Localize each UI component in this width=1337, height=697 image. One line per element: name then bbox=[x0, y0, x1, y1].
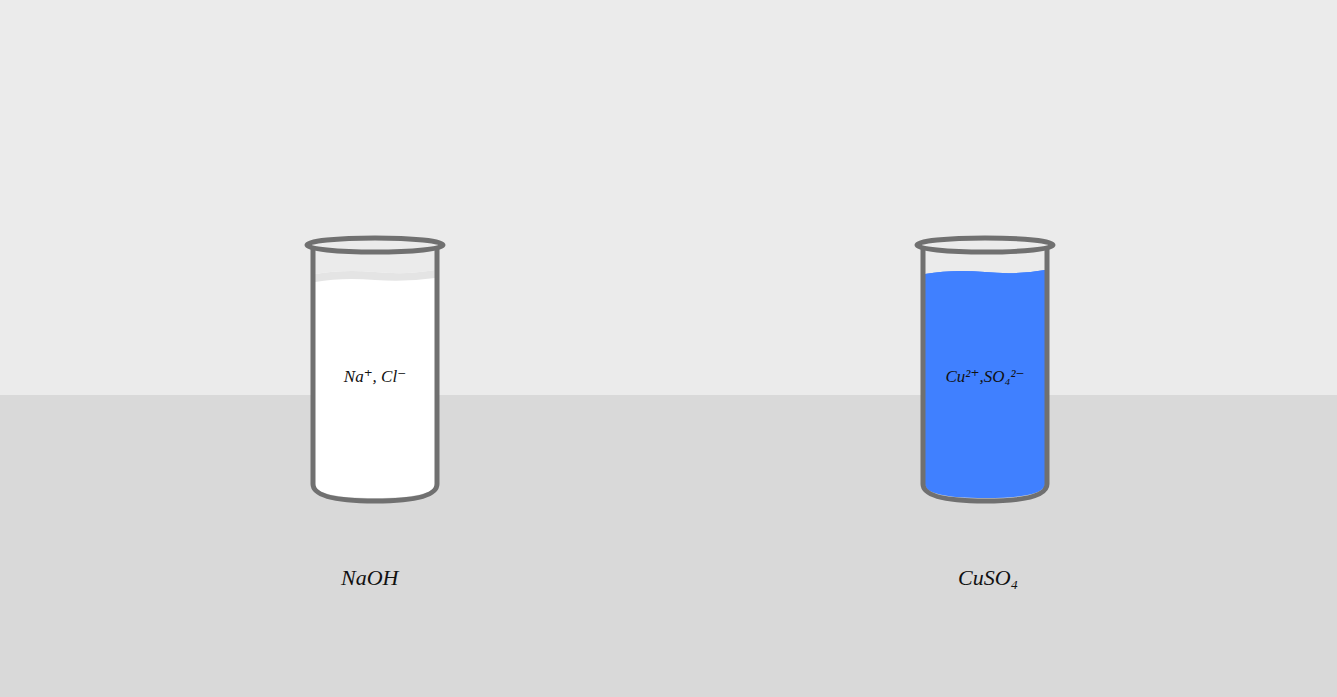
ion-label: Na⁺, Cl⁻ bbox=[303, 366, 447, 387]
solution-name: CuSO₄ bbox=[958, 565, 1018, 591]
beaker: Na⁺, Cl⁻ bbox=[303, 234, 447, 506]
beaker: Cu²⁺,SO₄²⁻ bbox=[913, 234, 1057, 506]
wall-background bbox=[0, 0, 1337, 395]
table-surface bbox=[0, 395, 1337, 697]
beaker-rim bbox=[917, 238, 1053, 252]
meniscus bbox=[925, 270, 1045, 282]
beaker-rim bbox=[307, 238, 443, 252]
meniscus bbox=[315, 270, 435, 282]
solution-name: NaOH bbox=[341, 565, 398, 591]
ion-label: Cu²⁺,SO₄²⁻ bbox=[913, 366, 1057, 387]
